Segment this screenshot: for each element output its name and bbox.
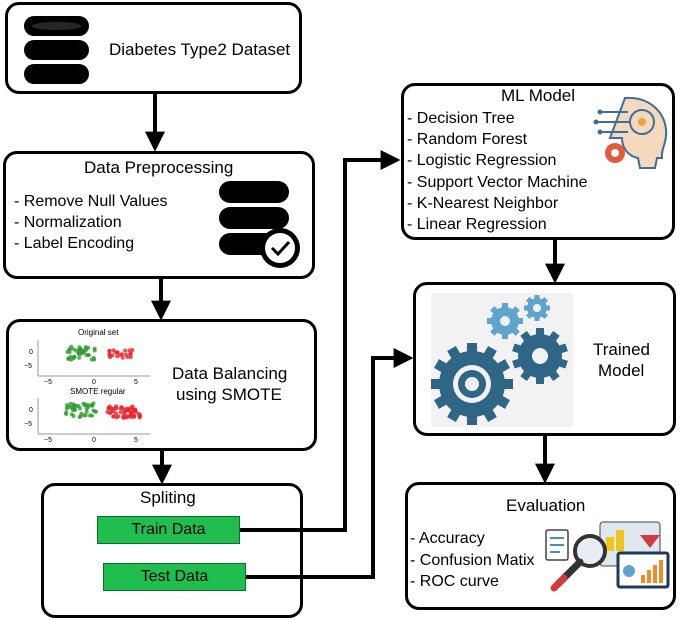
- ml-model-item: - Support Vector Machine: [407, 174, 588, 191]
- arrow-test-to-trained-model: [246, 348, 414, 579]
- arrow-train-to-ml-model: [240, 150, 401, 532]
- trained-line-2: Model: [598, 361, 645, 380]
- gears-icon: [431, 293, 573, 427]
- x-tick: 5: [134, 437, 138, 444]
- ml-model-item: - Decision Tree: [407, 110, 515, 127]
- ml-model-item: - Random Forest: [407, 131, 528, 148]
- ml-model-item: - Logistic Regression: [407, 152, 557, 169]
- analytics-icon: [545, 521, 670, 592]
- ml-model-item: - Linear Regression: [407, 216, 547, 233]
- x-tick: −5: [44, 379, 52, 386]
- balancing-box: [6, 319, 317, 451]
- x-tick: −5: [44, 437, 52, 444]
- evaluation-item: - Accuracy: [410, 530, 485, 547]
- preprocessing-title: Data Preprocessing: [84, 158, 234, 177]
- preprocessing-item: - Normalization: [14, 214, 122, 231]
- x-tick: 0: [92, 379, 96, 386]
- evaluation-item: - Confusion Matix: [410, 552, 535, 569]
- smote-plots: [37, 340, 150, 435]
- database-icon: [24, 16, 89, 84]
- y-tick: 0: [29, 349, 33, 356]
- splitting-box: [41, 483, 303, 618]
- trained-line-1: Trained: [593, 340, 651, 359]
- dataset-label: Diabetes Type2 Dataset: [109, 40, 291, 59]
- train-data-box: Train Data: [97, 516, 240, 544]
- y-tick: −5: [24, 363, 32, 370]
- preprocessing-item: - Label Encoding: [14, 235, 135, 252]
- evaluation-item: - ROC curve: [410, 573, 499, 590]
- ml-model-item: - K-Nearest Neighbor: [407, 195, 559, 212]
- plot-top-title: Original set: [78, 328, 119, 337]
- y-tick: −5: [24, 421, 32, 428]
- evaluation-title: Evaluation: [506, 496, 586, 515]
- ml-model-title: ML Model: [501, 86, 576, 105]
- balancing-label-2: using SMOTE: [176, 385, 282, 404]
- y-tick: 0: [29, 407, 33, 414]
- x-tick: 5: [134, 379, 138, 386]
- ai-head-icon: [593, 96, 668, 169]
- x-tick: 0: [92, 437, 96, 444]
- test-data-box: Test Data: [103, 563, 246, 591]
- plot-bottom-title: SMOTE regular: [70, 387, 126, 396]
- balancing-label-1: Data Balancing: [172, 364, 288, 383]
- preprocessing-item: - Remove Null Values: [14, 193, 168, 210]
- database-check-icon: [219, 181, 300, 268]
- splitting-title: Spliting: [140, 488, 196, 507]
